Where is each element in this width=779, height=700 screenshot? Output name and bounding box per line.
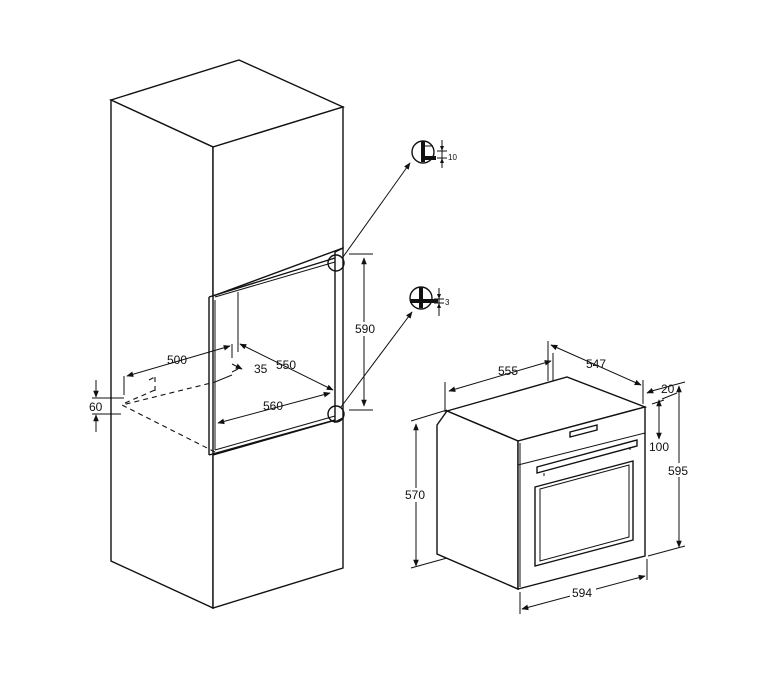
leader-top (342, 162, 411, 258)
back-offset-label: 35 (254, 362, 268, 376)
niche-right-jamb (334, 246, 344, 424)
oven-window (534, 460, 634, 567)
niche-height-label: 590 (355, 322, 375, 336)
oven-height-total-label: 595 (668, 464, 688, 478)
base-depth-label: 500 (167, 353, 187, 367)
oven-left-side (436, 410, 519, 591)
cabinet-front-lower (212, 417, 344, 609)
oven-handle (536, 439, 638, 474)
vent-gap-label: 60 (89, 400, 103, 414)
niche-depth-label: 550 (276, 358, 296, 372)
detail-bottom-gap-label: 3 (445, 298, 450, 307)
dim-niche-depth (239, 343, 334, 391)
tall-cabinet (109, 59, 345, 610)
niche-width-label: 560 (263, 399, 283, 413)
top-joint-marker (327, 254, 345, 272)
oven (436, 376, 648, 591)
oven-depth-total-label: 555 (498, 364, 518, 378)
dim-oven-depth-body (550, 344, 642, 386)
dim-niche-width (217, 391, 331, 425)
oven-display (569, 424, 598, 438)
detail-bottom (409, 286, 444, 316)
panel-height-label: 100 (649, 440, 669, 454)
detail-top (411, 140, 447, 168)
oven-width-label: 594 (572, 586, 592, 600)
oven-height-body-label: 570 (405, 488, 425, 502)
detail-top-gap-label: 10 (448, 153, 457, 162)
cabinet-left-side (110, 98, 214, 610)
oven-depth-body-label: 547 (586, 357, 606, 371)
dim-base-depth (126, 345, 231, 377)
door-thickness-label: 20 (661, 382, 675, 396)
leader-bottom (340, 311, 413, 408)
dim-oven-depth-total (448, 360, 552, 392)
